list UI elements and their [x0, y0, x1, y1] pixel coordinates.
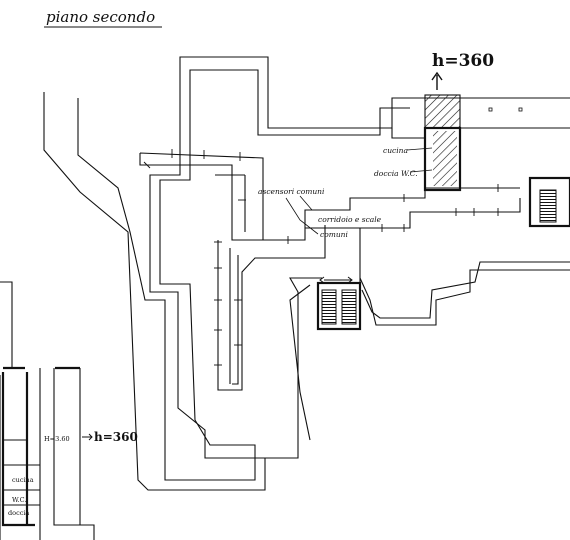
- right-stair-frame: [528, 176, 570, 228]
- marker-small-1: [488, 107, 493, 112]
- marker-small-2: [518, 107, 523, 112]
- label-doccia-left: doccia: [8, 509, 29, 517]
- lower-boundary: [265, 269, 570, 459]
- label-ascensori: ascensori comuni: [258, 187, 325, 196]
- left-apt-wall: [1, 366, 80, 527]
- window-ticks: [143, 149, 499, 366]
- label-comuni: comuni: [320, 230, 348, 239]
- right-stair-icon: [539, 189, 557, 223]
- corridor-upper: [139, 152, 264, 241]
- label-cucina-left: cucina: [12, 476, 34, 484]
- arrow-right-icon: [82, 433, 93, 441]
- kitchen-room: [423, 126, 462, 192]
- height-label-top: h=360: [432, 51, 494, 71]
- stair-dimension-arrow: [319, 276, 353, 284]
- leader-lines-middle: [285, 195, 319, 235]
- height-note-left: H=3.60: [44, 435, 70, 443]
- corridor-spine: [217, 225, 326, 391]
- outer-boundary: [43, 56, 570, 491]
- central-stair-right-icon: [341, 289, 357, 325]
- lower-boundary-2: [289, 261, 570, 441]
- arrow-up-icon: [431, 71, 443, 90]
- label-doccia-top: doccia W.C.: [374, 169, 418, 178]
- hatched-core-top: [424, 94, 461, 129]
- inner-boundary: [77, 69, 410, 481]
- plan-title: piano secondo: [46, 8, 155, 26]
- left-apt-outline: [0, 281, 95, 540]
- label-cucina-top: cucina: [383, 146, 408, 155]
- central-stair-left-icon: [321, 289, 337, 325]
- kitchen-hatch: [433, 131, 457, 186]
- left-apt-rooms: [3, 439, 40, 506]
- central-stair-frame: [316, 281, 362, 331]
- height-label-left: h=360: [94, 430, 138, 444]
- label-corridoio: corridoio e scale: [318, 215, 382, 224]
- leader-lines-top: [406, 147, 433, 173]
- label-wc-left: W.C.: [12, 496, 26, 504]
